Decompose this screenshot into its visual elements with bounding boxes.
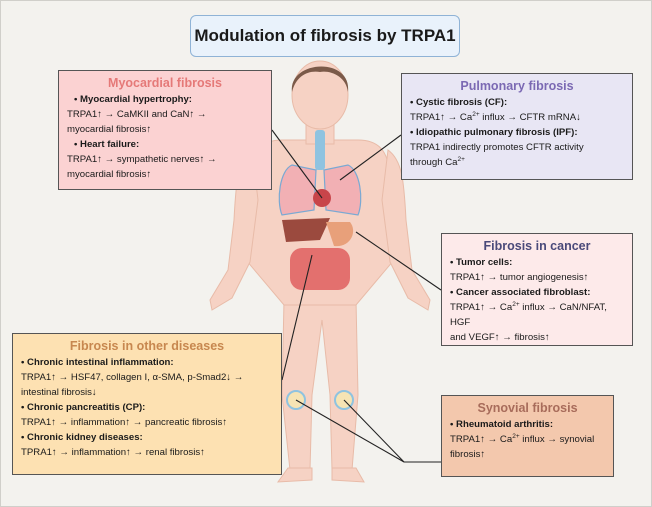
- cancer-heading-2: Cancer associated fibroblast:: [450, 285, 624, 300]
- cancer-title: Fibrosis in cancer: [483, 239, 591, 253]
- cancer-text-1: TRPA1↑ → tumor angiogenesis↑: [450, 272, 589, 283]
- hair: [291, 66, 349, 92]
- synovial-text-1: TRPA1↑ → Ca2+ influx → synovial: [450, 432, 595, 445]
- other-diseases-box: Fibrosis in other diseases Chronic intes…: [12, 333, 282, 475]
- other-text-1a: TRPA1↑ → HSF47, collagen I, α-SMA, p-Sma…: [21, 372, 244, 383]
- trachea-icon: [315, 130, 325, 170]
- synovial-text-1b: fibrosis↑: [450, 449, 486, 460]
- figure-title: Modulation of fibrosis by TRPA1: [190, 15, 460, 57]
- other-heading-1: Chronic intestinal inflammation:: [21, 355, 273, 370]
- pulmonary-text-2b: through Ca2+: [410, 155, 465, 168]
- other-text-1b: intestinal fibrosis↓: [21, 387, 97, 398]
- intestine-icon: [290, 248, 350, 290]
- myocardial-text-1b: myocardial fibrosis↑: [67, 124, 152, 135]
- pulmonary-heading-2: Idiopathic pulmonary fibrosis (IPF):: [410, 125, 624, 140]
- synovial-heading-1: Rheumatoid arthritis:: [450, 417, 605, 432]
- myocardial-text-2b: myocardial fibrosis↑: [67, 169, 152, 180]
- myocardial-text-1a: TRPA1↑ → CaMKII and CaN↑ →: [67, 109, 207, 120]
- lungs-icon: [278, 164, 362, 216]
- cancer-fibrosis-box: Fibrosis in cancer Tumor cells: TRPA1↑ →…: [441, 233, 633, 346]
- liver-icon: [282, 218, 330, 242]
- cancer-text-2b: and VEGF↑ → fibrosis↑: [450, 332, 550, 343]
- connector-lines: [271, 129, 442, 463]
- pulmonary-heading-1: Cystic fibrosis (CF):: [410, 95, 624, 110]
- myocardial-heading-1: Myocardial hypertrophy:: [67, 92, 263, 107]
- pulmonary-title: Pulmonary fibrosis: [460, 79, 574, 93]
- myocardial-heading-2: Heart failure:: [67, 137, 263, 152]
- other-heading-3: Chronic kidney diseases:: [21, 430, 273, 445]
- synovial-title: Synovial fibrosis: [477, 401, 578, 415]
- myocardial-title: Myocardial fibrosis: [108, 76, 222, 90]
- myocardial-fibrosis-box: Myocardial fibrosis Myocardial hypertrop…: [58, 70, 272, 190]
- pulmonary-text-1: TRPA1↑ → Ca2+ influx → CFTR mRNA↓: [410, 110, 581, 123]
- other-heading-2: Chronic pancreatitis (CP):: [21, 400, 273, 415]
- myocardial-text-2a: TRPA1↑ → sympathetic nerves↑ →: [67, 154, 217, 165]
- pulmonary-text-2a: TRPA1 indirectly promotes CFTR activity: [410, 142, 584, 153]
- other-text-3: TPRA1↑ → inflammation↑ → renal fibrosis↑: [21, 447, 205, 458]
- cancer-heading-1: Tumor cells:: [450, 255, 624, 270]
- other-title: Fibrosis in other diseases: [69, 339, 225, 353]
- other-text-2: TRPA1↑ → inflammation↑ → pancreatic fibr…: [21, 417, 228, 428]
- pulmonary-fibrosis-box: Pulmonary fibrosis Cystic fibrosis (CF):…: [401, 73, 633, 180]
- stomach-icon: [326, 222, 354, 247]
- synovial-fibrosis-box: Synovial fibrosis Rheumatoid arthritis: …: [441, 395, 614, 477]
- cancer-text-2a: TRPA1↑ → Ca2+ influx → CaN/NFAT, HGF: [450, 300, 607, 328]
